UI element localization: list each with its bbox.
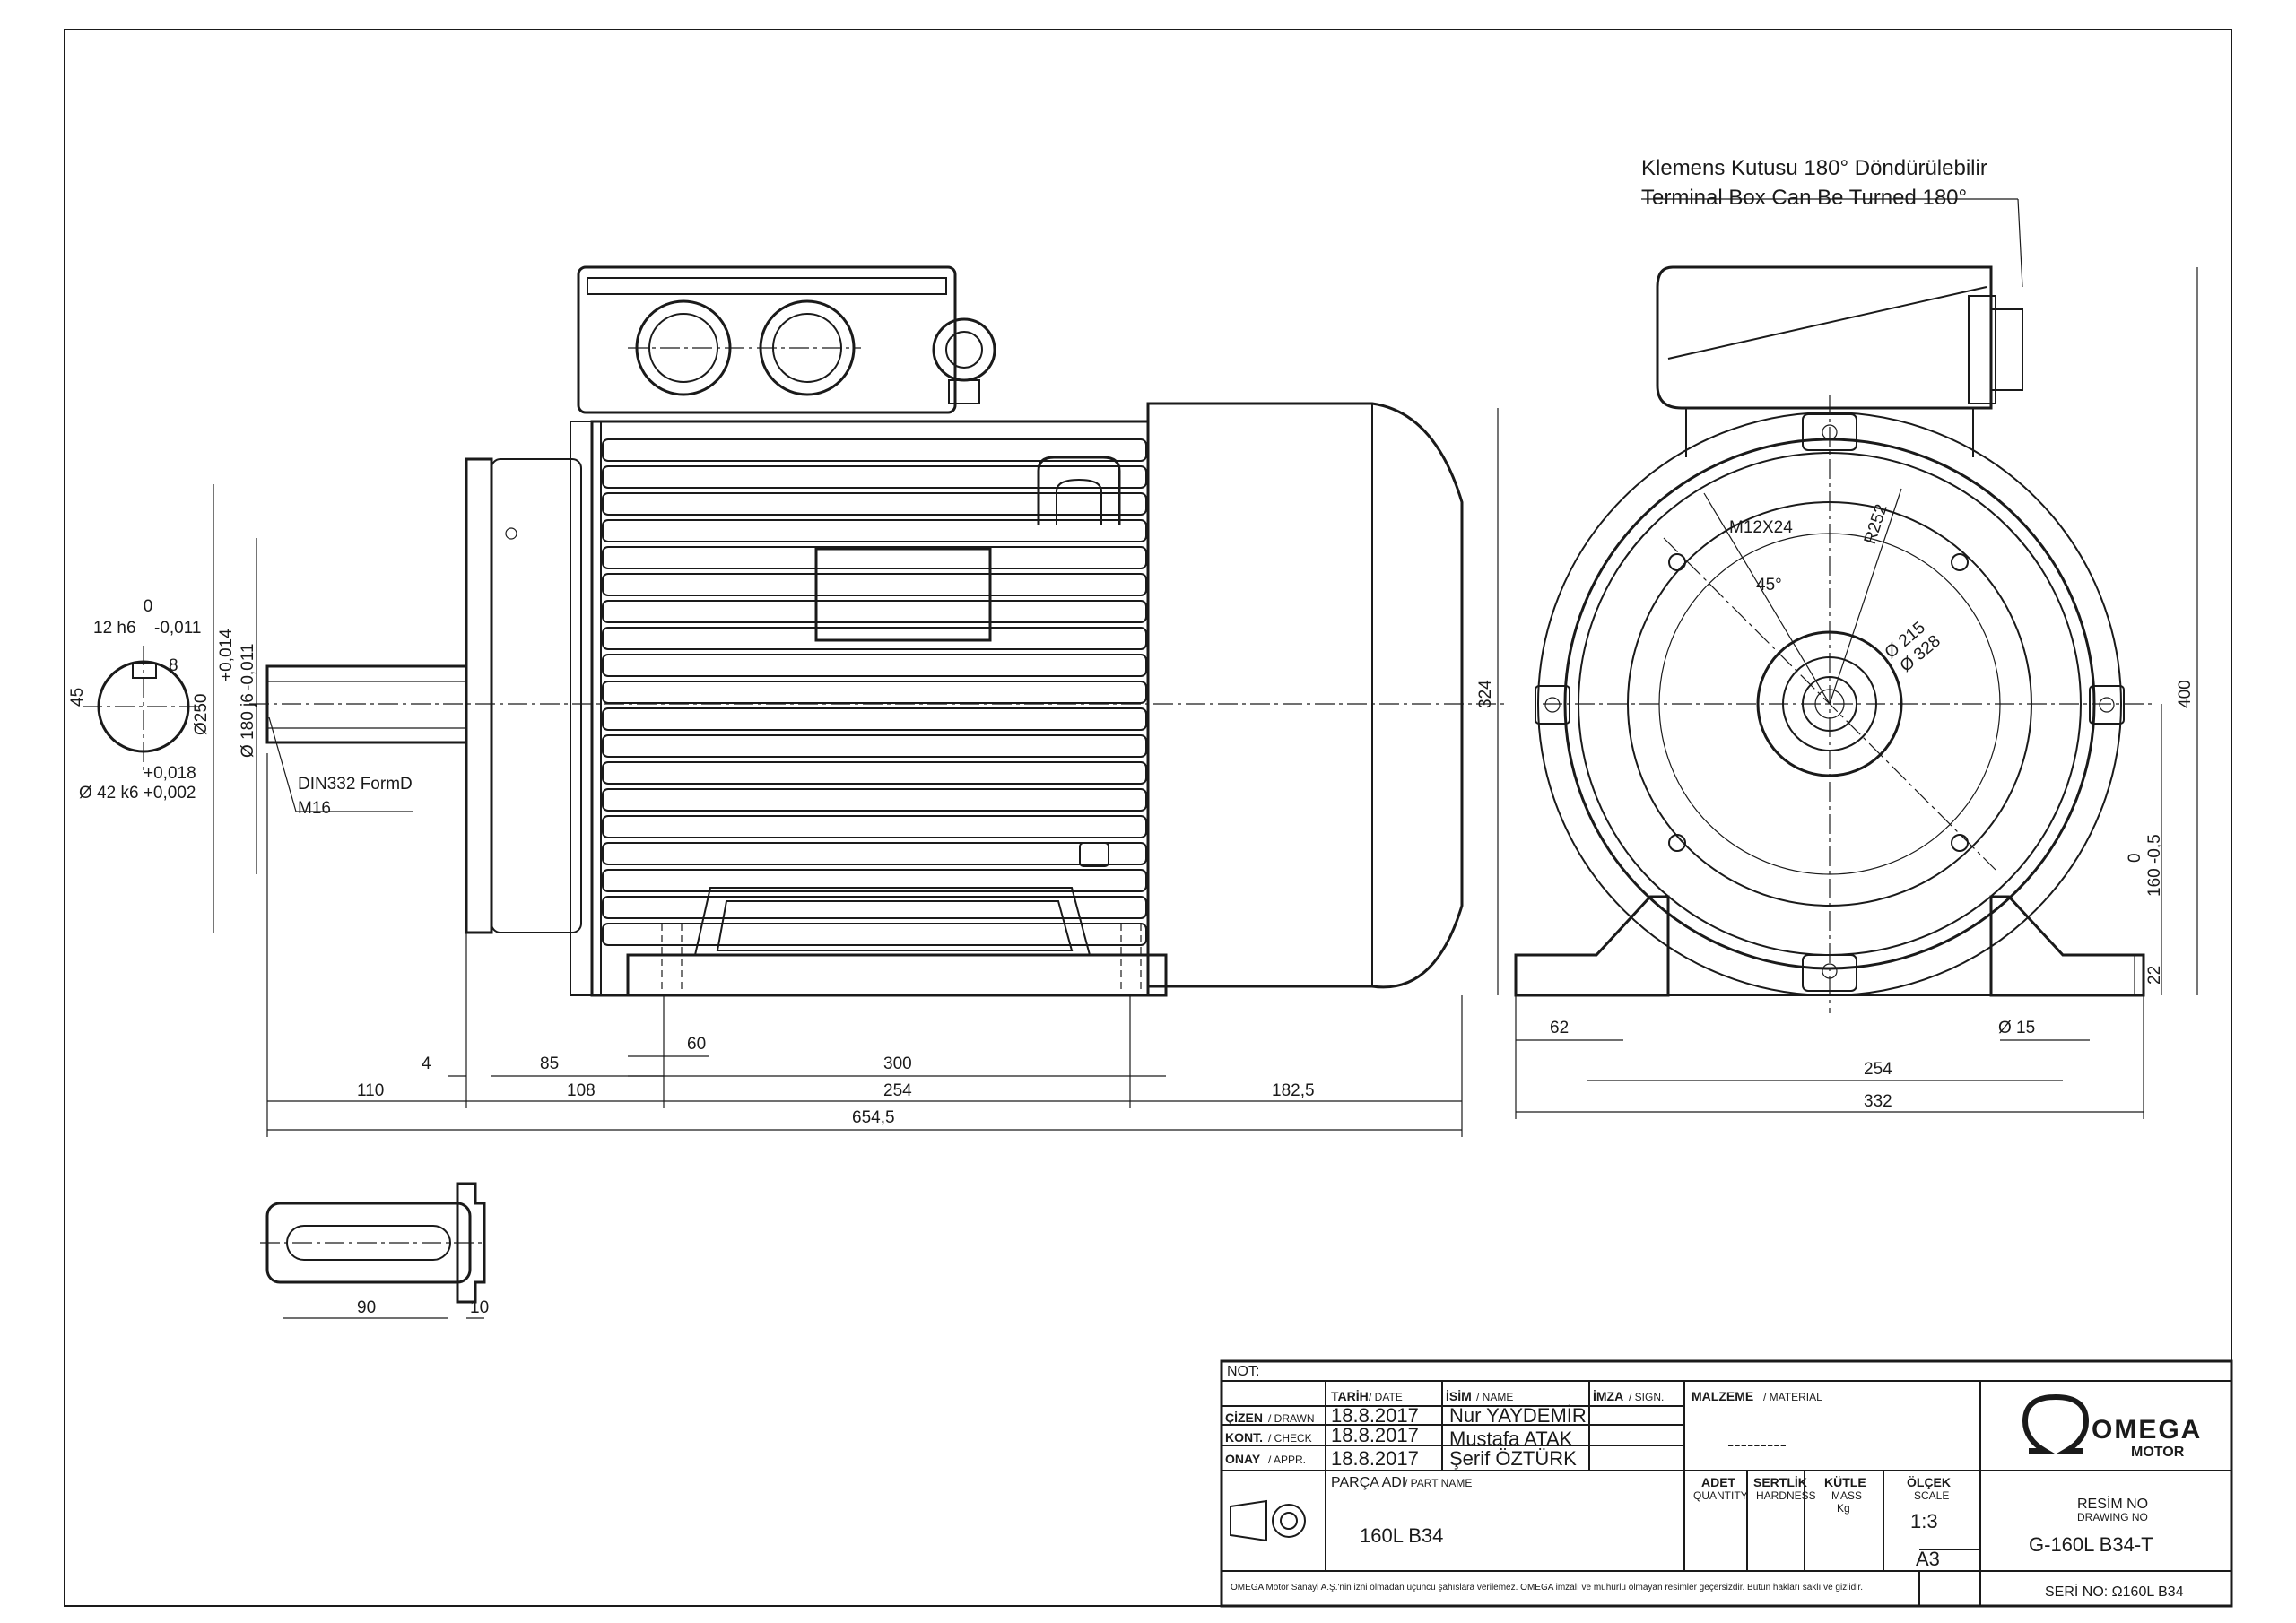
dim-110: 110 (357, 1081, 384, 1100)
dim-90: 90 (357, 1298, 376, 1317)
dim-dia-180-tol-top: +0,014 (217, 629, 236, 681)
dim-height-324: 324 (1476, 680, 1495, 708)
tb-row2-date: 18.8.2017 (1331, 1424, 1419, 1446)
note-thread: M16 (298, 799, 331, 818)
note-din: DIN332 FormD (298, 775, 413, 794)
dim-62: 62 (1550, 1019, 1569, 1037)
tb-imza-en: / SIGN. (1629, 1391, 1664, 1403)
tb-imza: İMZA (1593, 1389, 1623, 1403)
tb-tarih-en: / DATE (1369, 1391, 1403, 1403)
dim-182-5: 182,5 (1272, 1081, 1315, 1100)
sheet-border (64, 29, 2232, 1607)
tb-malzeme-en: / MATERIAL (1763, 1391, 1822, 1403)
dim-dia-15: Ø 15 (1998, 1019, 2035, 1037)
tb-sertlik-en: HARDNESS (1756, 1489, 1816, 1502)
tb-scale: 1:3 (1910, 1510, 1938, 1532)
terminal-box-side (577, 265, 996, 414)
tb-row1-role-en: / DRAWN (1268, 1412, 1315, 1425)
dim-height-400: 400 (2176, 680, 2195, 708)
dim-angle: 45° (1756, 576, 1782, 595)
side-view (249, 265, 1507, 997)
tb-kutle: KÜTLE (1824, 1475, 1866, 1489)
title-block-frame (1220, 1359, 2233, 1608)
dim-key-width: 12 h6 (93, 619, 136, 638)
tb-row3-role: ONAY (1225, 1452, 1261, 1466)
tb-parca-en: / PART NAME (1405, 1477, 1472, 1489)
cooling-fins (602, 438, 1147, 946)
shaft-section (83, 646, 206, 771)
tb-part-name: 160L B34 (1360, 1524, 1443, 1547)
dim-key-tol-bot: -0,011 (154, 619, 201, 638)
tb-parca: PARÇA ADI (1331, 1475, 1405, 1490)
key-view (260, 1182, 486, 1304)
dim-height-45: 45 (68, 688, 87, 707)
dim-654-5: 654,5 (852, 1108, 895, 1127)
tb-row3-role-en: / APPR. (1268, 1454, 1306, 1466)
dim-60: 60 (687, 1035, 706, 1054)
dim-front-254: 254 (1864, 1060, 1892, 1079)
note-terminal-en: Terminal Box Can Be Turned 180° (1641, 186, 1967, 210)
tb-adet-en: QUANTITY (1693, 1489, 1748, 1502)
dim-4: 4 (422, 1055, 431, 1073)
dim-300: 300 (883, 1055, 912, 1073)
tb-resim: RESİM NO (2077, 1495, 2148, 1512)
tb-row2-name: Mustafa ATAK (1449, 1428, 1573, 1450)
dim-height-22: 22 (2145, 966, 2164, 985)
dim-height-160: 160 -0,5 (2145, 834, 2164, 897)
dim-bolt: M12X24 (1729, 518, 1793, 537)
tb-row1-name: Nur YAYDEMİR (1449, 1404, 1587, 1427)
dim-332: 332 (1864, 1092, 1892, 1111)
dim-108: 108 (567, 1081, 596, 1100)
dim-dia-180-tol-bot: -0,011 (239, 644, 257, 690)
tb-drawing-no: G-160L B34-T (2029, 1533, 2153, 1556)
tb-olcek-en: SCALE (1914, 1489, 1949, 1502)
tb-adet: ADET (1701, 1475, 1736, 1489)
dim-key-depth: 8 (169, 656, 178, 675)
tb-logo-sub: MOTOR (2131, 1445, 2185, 1460)
tb-paper: A3 (1916, 1548, 1940, 1570)
terminal-box-front (1656, 265, 2023, 457)
tb-row3-name: Şerif ÖZTÜRK (1449, 1447, 1577, 1470)
dim-height-160-top: 0 (2126, 853, 2144, 863)
drawing-texts: Klemens Kutusu 180° Döndürülebilir Termi… (68, 156, 2195, 1317)
tb-logo-main: OMEGA (2092, 1415, 2202, 1445)
tb-row1-role: ÇİZEN (1225, 1410, 1263, 1425)
tb-malzeme: MALZEME (1692, 1389, 1753, 1403)
dim-254: 254 (883, 1081, 912, 1100)
dim-10: 10 (470, 1298, 489, 1317)
tb-footer: OMEGA Motor Sanayi A.Ş.'nin izni olmadan… (1231, 1583, 1863, 1593)
dim-85: 85 (540, 1055, 559, 1073)
tb-row1-date: 18.8.2017 (1331, 1404, 1419, 1427)
tb-kutle-en: MASS (1831, 1489, 1862, 1502)
omega-logo-icon (2022, 1393, 2090, 1454)
tb-isim: İSİM (1446, 1389, 1472, 1403)
tb-resim-en: DRAWING NO (2077, 1511, 2148, 1523)
tb-seri: SERİ NO: Ω160L B34 (2045, 1583, 2184, 1600)
tb-isim-en: / NAME (1476, 1391, 1513, 1403)
dim-dia-250: Ø250 (192, 694, 211, 735)
dim-radius: R252 (1861, 502, 1892, 547)
dim-shaft-dia: Ø 42 k6 +0,002 (79, 784, 196, 803)
tb-sertlik: SERTLİK (1753, 1475, 1807, 1489)
tb-kutle-unit: Kg (1837, 1502, 1850, 1515)
dim-dia-180: Ø 180 j6 (239, 693, 257, 758)
tb-not: NOT: (1227, 1364, 1259, 1379)
front-view (1514, 265, 2152, 1013)
note-terminal-tr: Klemens Kutusu 180° Döndürülebilir (1641, 156, 1987, 180)
tb-row2-role: KONT. (1225, 1430, 1263, 1445)
dimension-lines (213, 198, 2198, 1319)
dim-key-tol-top: 0 (144, 597, 153, 616)
dim-dia-tol-top: +0,018 (144, 764, 196, 783)
tb-olcek: ÖLÇEK (1907, 1475, 1951, 1489)
tb-material-value: --------- (1727, 1433, 1787, 1455)
title-block: NOT: TARİH / DATE İSİM / NAME İMZA / SIG… (1225, 1364, 2202, 1600)
tb-row3-date: 18.8.2017 (1331, 1447, 1419, 1470)
tb-tarih: TARİH (1331, 1389, 1369, 1403)
tb-row2-role-en: / CHECK (1268, 1432, 1312, 1445)
